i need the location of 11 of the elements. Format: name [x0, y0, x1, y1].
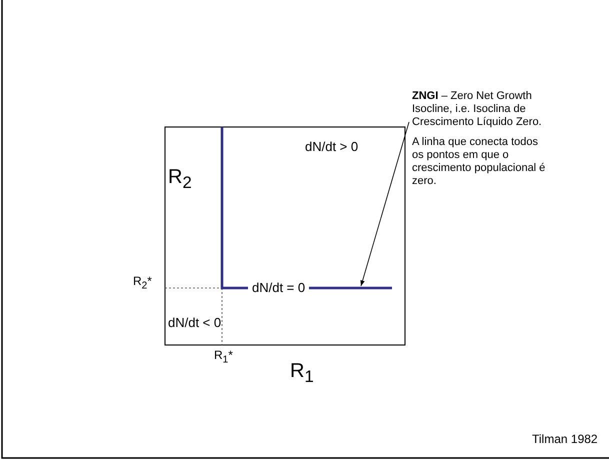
axis-tick-label: R$_{1}$*: [214, 348, 233, 366]
region-label: dN/dt < 0: [168, 315, 222, 330]
description-text: A linha que conecta todos os pontos em que o crescimento populacional é zero.: [412, 136, 546, 188]
citation-text: Tilman 1982: [532, 432, 598, 446]
isocline-label: dN/dt = 0: [248, 280, 310, 295]
axis-tick-label: R$_{2}$*: [133, 274, 152, 292]
leader-line: [360, 122, 410, 286]
axis-label: R$_{1}$: [290, 360, 314, 387]
definition-text: ZNGI – Zero Net Growth Isocline, i.e. Isoclina de Crescimento Líquido Zero.: [412, 90, 543, 129]
axis-label: R$_{2}$: [168, 166, 192, 193]
region-label: dN/dt > 0: [305, 139, 358, 154]
